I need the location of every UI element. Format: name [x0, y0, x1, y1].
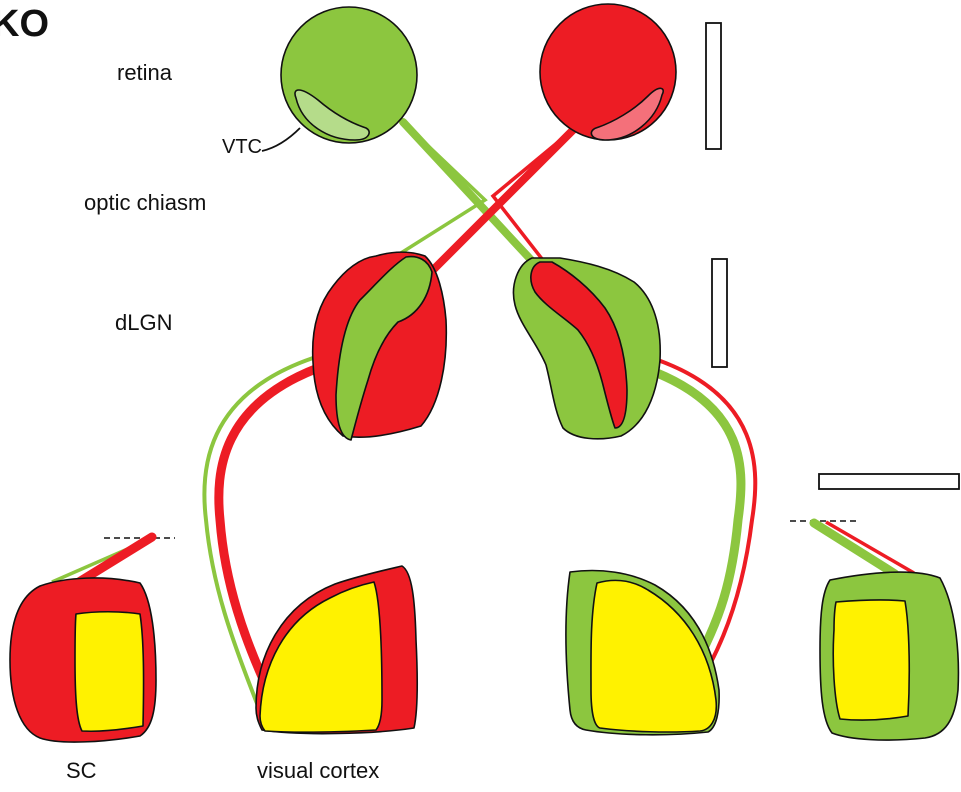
right-retina-eye [540, 4, 676, 140]
right-sc-red-input [826, 522, 914, 573]
dlgn-scale-bar [712, 259, 727, 367]
retina-label: retina [117, 60, 173, 85]
retina-scale-bar [706, 23, 721, 149]
optic-chiasm-label: optic chiasm [84, 190, 206, 215]
right-cortex-yellow [591, 580, 716, 732]
vtc-pointer-line [262, 128, 300, 151]
left-sc-yellow [75, 612, 144, 732]
right-sc-green-input [814, 523, 895, 574]
left-cortex-yellow [260, 582, 382, 732]
right-visual-cortex [566, 571, 719, 735]
left-dlgn [313, 252, 447, 440]
sc-label: SC [66, 758, 97, 783]
right-sc-yellow [833, 600, 909, 720]
left-retina [262, 7, 417, 151]
right-retina [540, 4, 676, 140]
visual-cortex-label: visual cortex [257, 758, 379, 783]
vtc-label: VTC [222, 136, 262, 158]
panel-label: KO [0, 3, 49, 45]
sc-scale-bar [819, 474, 959, 489]
left-superior-colliculus [10, 537, 175, 742]
left-visual-cortex [256, 566, 417, 734]
dlgn-label: dLGN [115, 310, 172, 335]
right-dlgn [514, 258, 661, 439]
right-superior-colliculus [790, 521, 958, 740]
